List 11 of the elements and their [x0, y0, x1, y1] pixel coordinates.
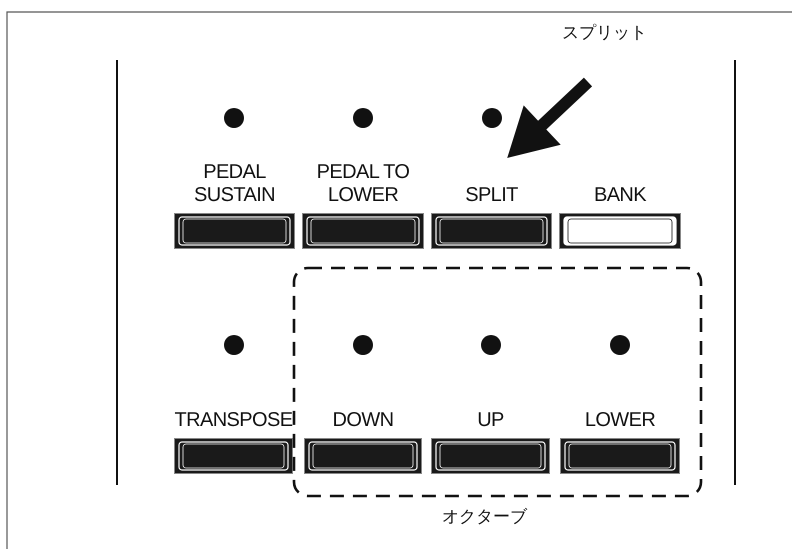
button-label: TRANSPOSE	[174, 409, 294, 432]
button-label: PEDAL TO LOWER	[316, 161, 410, 207]
button-label: UP	[476, 409, 505, 432]
button-label: LOWER	[584, 409, 656, 432]
callout-label: スプリット	[562, 21, 664, 45]
button-label: BANK	[592, 184, 648, 207]
button-label: SPLIT	[464, 184, 519, 207]
pointer-arrow	[507, 78, 592, 158]
button-label: PEDAL SUSTAIN	[193, 161, 276, 207]
button-label: DOWN	[332, 409, 394, 432]
group-label: オクターブ	[442, 506, 527, 528]
